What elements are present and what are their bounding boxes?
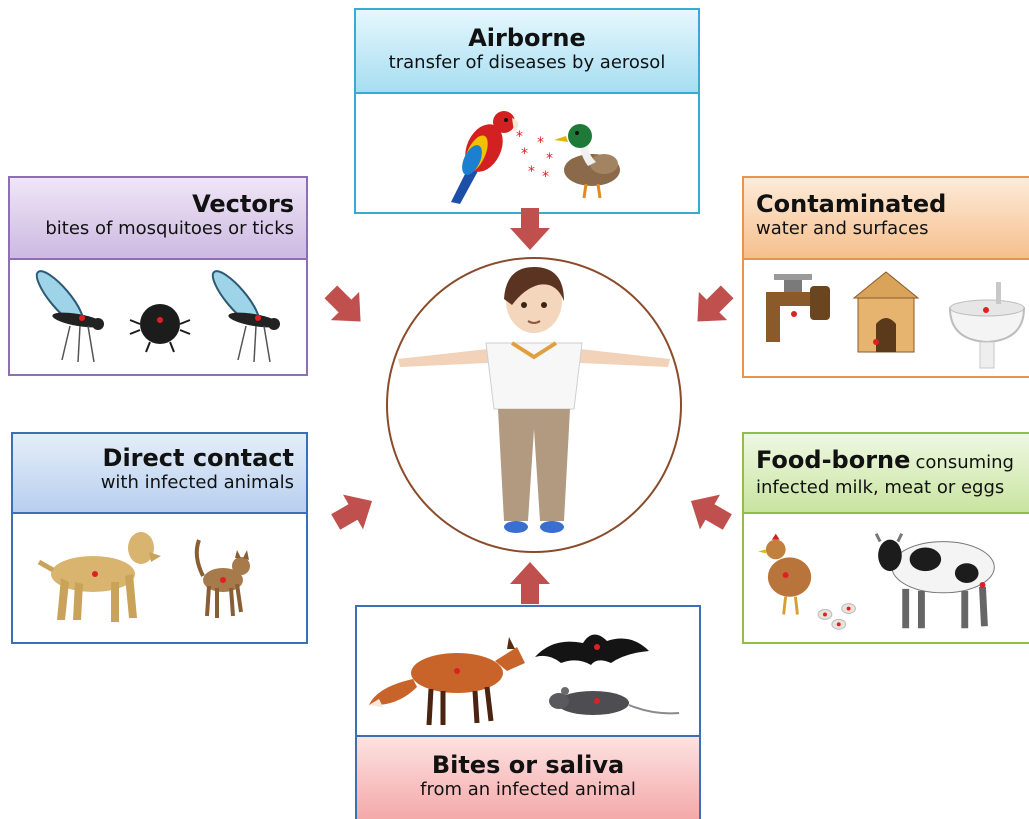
child-figure-icon [388, 259, 680, 551]
vectors-illustration [10, 262, 306, 374]
contaminated-title: Contaminated [756, 190, 1029, 218]
doghouse-icon [854, 272, 918, 352]
food-borne-illustration [744, 516, 1029, 642]
cow-icon [876, 534, 994, 629]
svg-text:*: * [537, 135, 544, 151]
duck-icon [554, 124, 620, 198]
tick-icon [130, 304, 190, 352]
svg-text:*: * [546, 151, 553, 167]
bites-illustration [357, 607, 699, 735]
direct-contact-title: Direct contact [13, 444, 294, 472]
airborne-panel: Airborne transfer of diseases by aerosol… [354, 8, 700, 214]
contaminated-subtitle: water and surfaces [756, 218, 1029, 240]
airborne-header: Airborne transfer of diseases by aerosol [356, 10, 698, 94]
bites-header: Bites or saliva from an infected animal [357, 735, 699, 819]
cat-icon [197, 540, 250, 618]
svg-text:*: * [521, 146, 528, 162]
bat-icon [535, 634, 649, 665]
chicken-icon [758, 534, 811, 615]
svg-text:*: * [516, 129, 523, 145]
fox-icon [369, 637, 525, 725]
mosquito-icon [30, 266, 104, 362]
virus-particle-icon: *** *** [516, 129, 553, 185]
bites-subtitle: from an infected animal [357, 779, 699, 801]
mosquito-icon [206, 266, 280, 362]
bites-title: Bites or saliva [357, 751, 699, 779]
faucet-icon [766, 274, 830, 342]
food-borne-title: Food-borne [756, 446, 910, 474]
contaminated-illustration [744, 262, 1029, 376]
airborne-subtitle: transfer of diseases by aerosol [356, 52, 698, 74]
vectors-header: Vectors bites of mosquitoes or ticks [10, 178, 306, 260]
food-borne-subtitle: infected milk, meat or eggs [756, 477, 1029, 499]
food-borne-subtitle-inline: consuming [916, 452, 1014, 473]
svg-text:*: * [542, 169, 549, 185]
food-borne-header: Food-borne consuming infected milk, meat… [744, 434, 1029, 514]
direct-contact-header: Direct contact with infected animals [13, 434, 306, 514]
svg-text:*: * [528, 164, 535, 180]
airborne-illustration: *** *** [356, 96, 698, 212]
vectors-subtitle: bites of mosquitoes or ticks [10, 218, 294, 240]
food-borne-panel: Food-borne consuming infected milk, meat… [742, 432, 1029, 644]
dog-icon [39, 532, 161, 622]
vectors-title: Vectors [10, 190, 294, 218]
vectors-panel: Vectors bites of mosquitoes or ticks [8, 176, 308, 376]
direct-contact-illustration [13, 516, 306, 642]
center-circle [386, 257, 682, 553]
eggs-icon [818, 604, 855, 630]
airborne-title: Airborne [356, 24, 698, 52]
direct-contact-subtitle: with infected animals [13, 472, 294, 494]
contaminated-header: Contaminated water and surfaces [744, 178, 1029, 260]
parrot-icon [451, 111, 519, 204]
rat-icon [549, 687, 679, 715]
contaminated-panel: Contaminated water and surfaces [742, 176, 1029, 378]
bites-panel: Bites or saliva from an infected animal [355, 605, 701, 819]
sink-icon [950, 282, 1024, 368]
direct-contact-panel: Direct contact with infected animals [11, 432, 308, 644]
